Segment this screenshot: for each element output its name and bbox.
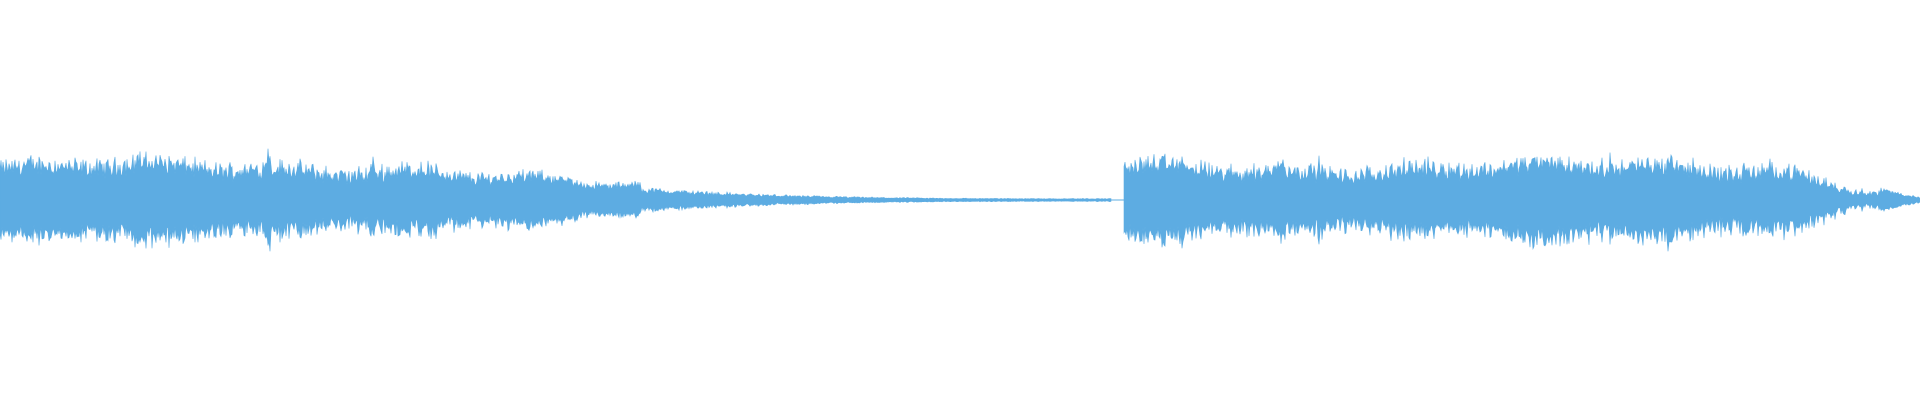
audio-waveform xyxy=(0,148,1920,252)
waveform-graphic xyxy=(0,148,1920,252)
